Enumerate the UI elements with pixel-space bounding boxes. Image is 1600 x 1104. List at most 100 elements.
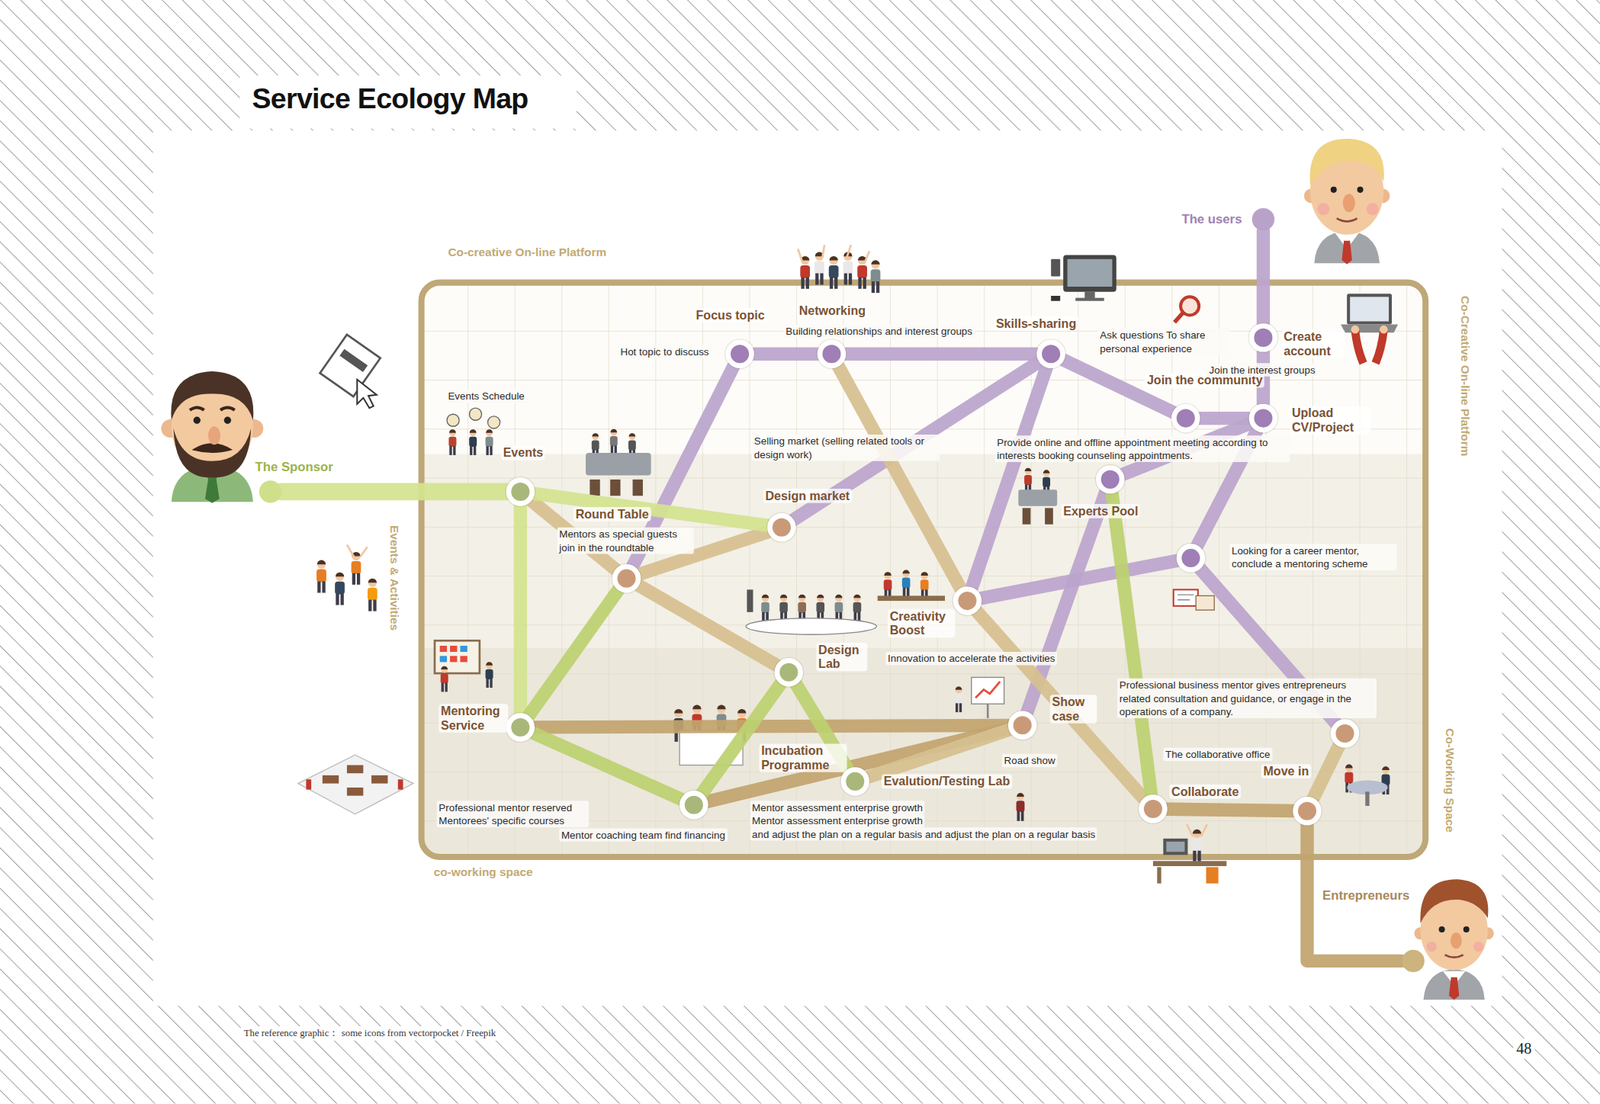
user-figure <box>1336 218 1358 222</box>
coworking-desks-icon <box>298 755 414 815</box>
entrepreneur-figure <box>1473 941 1484 952</box>
route-line <box>534 493 768 526</box>
design-lab-icon <box>816 594 825 623</box>
coworking-desks-icon <box>371 775 388 784</box>
station-circle: Collaborate <box>1138 794 1167 823</box>
mentoring-papers-icon <box>1195 595 1215 611</box>
showcase-icon <box>975 681 1000 698</box>
cursor-window-icon <box>339 349 368 373</box>
activities-people <box>351 552 362 585</box>
line-terminal: Entrepreneurs <box>1401 950 1424 973</box>
design-lab-icon <box>761 594 770 623</box>
station-name: Networking <box>796 304 868 319</box>
station-circle: Round Table <box>612 564 641 593</box>
route-line <box>533 733 682 800</box>
route-line <box>639 585 777 666</box>
station-name: Creativity Boost <box>887 609 955 638</box>
round-table-icon <box>610 429 618 455</box>
station-circle: Create account <box>1249 323 1278 352</box>
note: and adjust the plan on a regular basis a… <box>749 827 1097 841</box>
showcase-icon <box>971 677 1005 704</box>
station-name: Design market <box>763 488 852 504</box>
entrepreneur-figure <box>1450 932 1462 949</box>
mentoring-board-icon <box>440 655 447 662</box>
note: Building relationships and interest grou… <box>783 324 975 338</box>
computer-icon <box>1050 295 1061 302</box>
networking-crowd <box>870 260 881 293</box>
creativity-people <box>920 571 929 600</box>
round-table-icon <box>589 479 600 496</box>
region-label: Events & Activities <box>387 523 402 633</box>
laptop-icon <box>1375 330 1385 364</box>
page-ground <box>239 75 577 129</box>
computer-icon <box>1050 259 1061 277</box>
design-lab-icon <box>797 594 807 623</box>
station-name: Upload CV/Project <box>1289 406 1371 435</box>
station-circle: Design market <box>767 513 796 542</box>
sponsor-figure <box>160 371 264 504</box>
cursor-window-icon <box>320 334 381 409</box>
station-name: Move in <box>1261 764 1311 779</box>
map-border <box>421 282 1427 858</box>
route-line <box>514 506 527 714</box>
mentoring-board-icon <box>440 666 449 693</box>
route-line <box>702 684 781 794</box>
coworking-desks-icon <box>305 779 312 790</box>
collaborate-desk-icon <box>1166 841 1185 852</box>
station-name: Design Lab <box>816 642 868 672</box>
laptop-icon <box>1351 325 1360 335</box>
user-figure <box>1357 186 1364 193</box>
design-lab-icon <box>746 589 753 612</box>
coworking-desks-icon <box>346 765 364 775</box>
station-name: The Sponsor <box>255 459 334 476</box>
station-circle: Events <box>506 477 535 506</box>
station-circle: Skills-sharing <box>1036 340 1065 369</box>
station-name: Create account <box>1281 329 1346 358</box>
coworking-desks-icon <box>298 755 414 815</box>
station-name: Evalution/Testing Lab <box>881 774 1013 790</box>
line-terminal: The users <box>1252 208 1275 231</box>
entrepreneur-figure <box>1426 941 1437 952</box>
magnifier-icon <box>1180 296 1199 315</box>
mentoring-board-icon <box>434 640 494 692</box>
note: Mentor assessment enterprise growth <box>749 800 925 814</box>
station-name: Events <box>501 446 546 461</box>
mentoring-board-icon <box>485 661 494 688</box>
networking-crowd <box>828 256 839 290</box>
laptop-icon <box>1355 330 1364 364</box>
map-region <box>421 282 1427 858</box>
collaborate-desk-icon <box>1206 867 1219 884</box>
design-lab-icon <box>835 594 844 623</box>
laptop-icon <box>1340 293 1398 364</box>
station-circle: Join the community <box>1171 404 1200 433</box>
collaborate-desk-icon <box>1156 867 1161 884</box>
user-figure <box>1310 138 1385 187</box>
user-figure <box>1317 202 1330 216</box>
sponsor-figure <box>192 443 234 454</box>
collaborate-desk-icon <box>1153 824 1227 884</box>
creativity-people <box>883 571 893 600</box>
station-name: Focus topic <box>693 308 767 323</box>
sponsor-figure <box>220 408 235 411</box>
magnifier-icon <box>1174 296 1199 322</box>
coworking-desks-icon <box>322 775 339 784</box>
move-in-table-icon <box>1344 764 1390 807</box>
sponsor-figure <box>208 426 221 445</box>
station-circle: Incubation Programme <box>679 790 708 820</box>
laptop-icon <box>1340 324 1398 333</box>
computer-icon <box>1075 298 1104 302</box>
showcase-icon <box>954 686 963 713</box>
note: Hot topic to discuss <box>618 344 711 358</box>
creativity-people <box>877 595 945 601</box>
activities-people <box>316 560 327 594</box>
creativity-people <box>902 570 911 598</box>
networking-crowd <box>797 244 881 293</box>
design-lab-icon <box>745 618 877 635</box>
experts-pool-icon <box>1018 489 1058 506</box>
route-line <box>1313 746 1339 799</box>
events-schedule-icon <box>485 429 494 456</box>
